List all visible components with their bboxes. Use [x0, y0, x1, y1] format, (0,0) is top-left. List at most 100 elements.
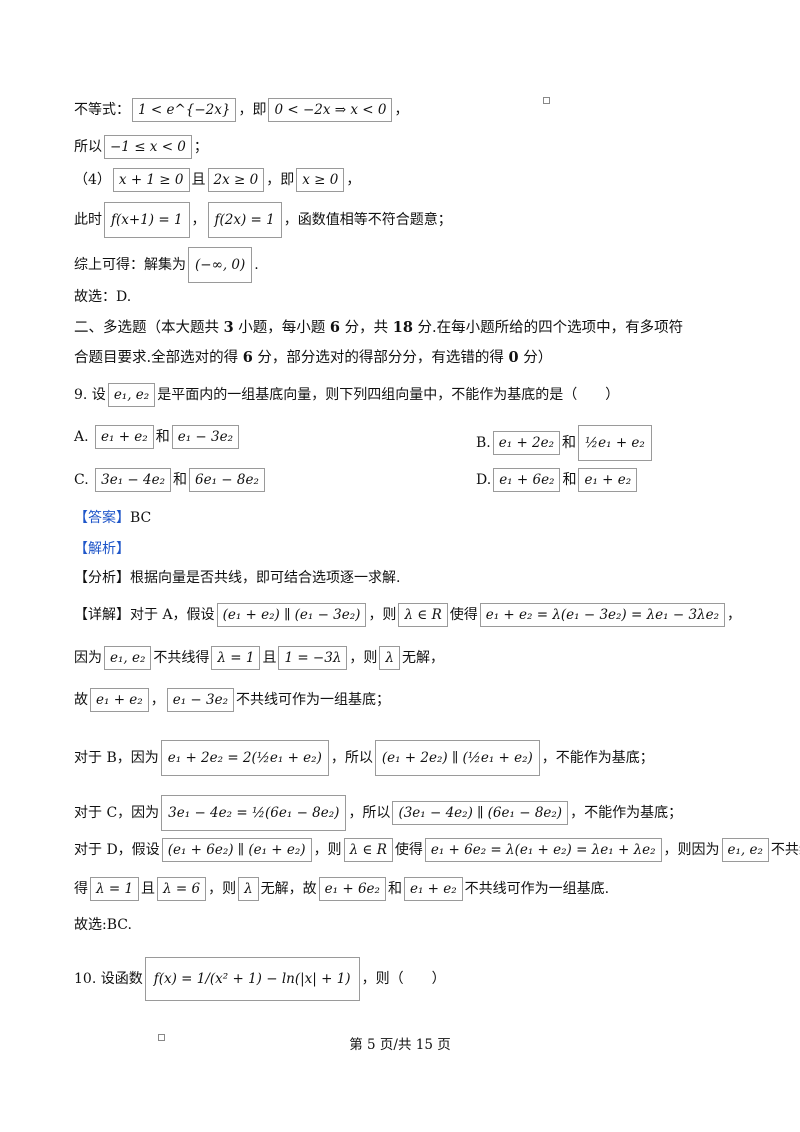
number: 6: [242, 349, 253, 366]
text: 且: [141, 881, 156, 897]
text: 对于 D，假设: [74, 842, 160, 858]
option-label: D.: [476, 472, 492, 488]
math-formula: e₁, e₂: [107, 383, 156, 407]
math-formula: (e₁ + 6e₂) ∥ (e₁ + e₂): [161, 838, 312, 862]
text: 和: [387, 881, 402, 897]
text: 使得: [394, 842, 423, 858]
summary-text: 根据向量是否共线，即可结合选项逐一求解.: [130, 570, 401, 586]
text: 且: [191, 172, 206, 188]
math-formula: e₁, e₂: [721, 838, 769, 862]
text: 故: [74, 692, 88, 708]
question-number: 10. 设函数: [74, 971, 143, 987]
text: 对于 C，因为: [74, 805, 160, 821]
text: ，不能作为基底；: [541, 750, 654, 766]
text: ，则: [208, 881, 237, 897]
math-formula: e₁ + e₂ = λ(e₁ − 3e₂) = λe₁ − 3λe₂: [479, 603, 725, 627]
text: ，: [150, 692, 165, 708]
text: ，即: [238, 102, 267, 118]
analysis-tag: 【解析】: [74, 541, 130, 557]
math-formula: f(x+1) = 1: [104, 202, 190, 238]
text: ，: [346, 172, 361, 188]
math-formula: (3e₁ − 4e₂) ∥ (6e₁ − 8e₂): [392, 801, 569, 825]
question-text: 是平面内的一组基底向量，则下列四组向量中，不能作为基底的是（ ）: [157, 387, 620, 403]
math-formula: f(2x) = 1: [207, 202, 282, 238]
math-formula: e₁ + 6e₂ = λ(e₁ + e₂) = λe₁ + λe₂: [424, 838, 662, 862]
text: 和: [562, 472, 577, 488]
math-formula: e₁ + 2e₂ = 2(½e₁ + e₂): [160, 740, 329, 776]
text: 不共线可作为一组基底.: [464, 881, 610, 897]
math-formula: e₁ − 3e₂: [171, 425, 240, 449]
text: 分.在每小题所给的四个选项中，有多项符: [412, 320, 684, 336]
option-label: A.: [74, 429, 89, 445]
text: 和: [155, 429, 170, 445]
text: ，即: [266, 172, 295, 188]
text: ，则: [349, 650, 378, 666]
summary-tag: 【分析】: [74, 570, 130, 586]
text: 不共线: [770, 842, 800, 858]
math-formula: f(x) = 1/(x² + 1) − ln(|x| + 1): [144, 957, 360, 1001]
text: 所以: [74, 139, 102, 155]
question-text: ，则（ ）: [361, 971, 446, 987]
text: 分，共: [340, 320, 393, 336]
text: 对于 A，假设: [130, 607, 215, 623]
text: ，所以: [330, 750, 373, 766]
text: 分，部分选对的得部分分，有选错的得: [252, 350, 509, 366]
text: ，: [191, 212, 206, 228]
math-formula: e₁, e₂: [104, 646, 152, 670]
text: 和: [562, 435, 577, 451]
answer-line: 【答案】BC: [74, 507, 760, 529]
text: 合题目要求.全部选对的得: [74, 350, 243, 366]
math-formula: λ ∈ R: [398, 603, 448, 627]
section-heading-line-2: 合题目要求.全部选对的得 6 分，部分选对的得部分分，有选错的得 0 分）: [74, 343, 754, 373]
math-formula: λ: [379, 646, 400, 670]
math-formula: −1 ≤ x < 0: [104, 135, 192, 159]
math-formula: x ≥ 0: [296, 168, 345, 192]
solution-line-2: 所以−1 ≤ x < 0；: [74, 135, 760, 159]
solution-conclusion: 故选：D.: [74, 289, 132, 305]
math-formula: λ = 1: [90, 877, 140, 901]
text: ，则: [368, 607, 397, 623]
text: ，函数值相等不符合题意；: [283, 212, 452, 228]
text: 综上可得：解集为: [74, 257, 186, 273]
detail-conclusion: 故选:BC.: [74, 917, 132, 933]
analysis-heading: 【解析】: [74, 538, 760, 560]
math-formula: e₁ + 6e₂: [318, 877, 386, 901]
text: ，则: [313, 842, 342, 858]
page-footer: 第 5 页/共 15 页: [349, 1037, 451, 1053]
placeholder-mark: [158, 1034, 165, 1041]
text: ，则因为: [663, 842, 720, 858]
text: 分）: [518, 350, 553, 366]
math-formula: 2x ≥ 0: [207, 168, 265, 192]
math-formula: e₁ + 2e₂: [492, 431, 561, 455]
text: ；: [193, 139, 208, 155]
analysis-summary: 【分析】根据向量是否共线，即可结合选项逐一求解.: [74, 567, 760, 589]
math-formula: (e₁ + 2e₂) ∥ (½e₁ + e₂): [374, 740, 540, 776]
section-heading-line-1: 二、多选题（本大题共 3 小题，每小题 6 分，共 18 分.在每小题所给的四个…: [74, 313, 754, 343]
math-formula: 1 < e^{−2x}: [132, 98, 237, 122]
text: 无解，: [401, 650, 444, 666]
math-formula: x + 1 ≥ 0: [112, 168, 190, 192]
placeholder-mark: [543, 97, 550, 104]
math-formula: e₁ + e₂: [403, 877, 463, 901]
text: 不共线可作为一组基底；: [236, 692, 390, 708]
text: ，所以: [348, 805, 391, 821]
math-formula: λ = 6: [157, 877, 207, 901]
number: 6: [329, 319, 341, 336]
math-formula: e₁ + 6e₂: [493, 468, 561, 492]
text: 小题，每小题: [233, 320, 330, 336]
text: ，不能作为基底；: [570, 805, 683, 821]
math-formula: ½e₁ + e₂: [578, 425, 652, 461]
math-formula: 0 < −2x ⇒ x < 0: [268, 98, 393, 122]
